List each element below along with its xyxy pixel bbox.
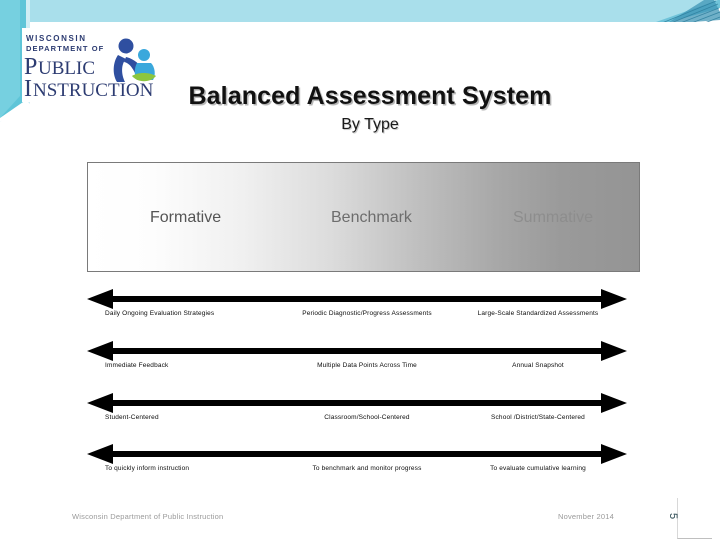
arrow-label-right: Large-Scale Standardized Assessments bbox=[477, 310, 599, 317]
arrow-label-right: Annual Snapshot bbox=[512, 362, 564, 369]
arrow-label-right: School /District/State-Centered bbox=[491, 414, 585, 421]
wisconsin-dpi-logo: WISCONSIN DEPARTMENT OF P UBLIC I NSTRUC… bbox=[22, 28, 168, 102]
arrow-label-left: Student-Centered bbox=[105, 414, 159, 421]
left-wedge-decoration bbox=[0, 0, 92, 122]
logo-artwork: WISCONSIN DEPARTMENT OF P UBLIC I NSTRUC… bbox=[22, 28, 168, 102]
top-banner-fill bbox=[0, 0, 668, 22]
arrow-label-right: To evaluate cumulative learning bbox=[490, 465, 586, 472]
double-headed-arrow-icon bbox=[87, 443, 627, 465]
arrow-row-labels: Student-Centered Classroom/School-Center… bbox=[87, 414, 627, 430]
arrow-row-feedback-timing: Immediate Feedback Multiple Data Points … bbox=[87, 340, 627, 386]
footer-organization: Wisconsin Department of Public Instructi… bbox=[72, 512, 224, 521]
svg-text:DEPARTMENT OF: DEPARTMENT OF bbox=[26, 44, 104, 53]
arrow-row-labels: Daily Ongoing Evaluation Strategies Peri… bbox=[87, 310, 627, 326]
svg-text:WISCONSIN: WISCONSIN bbox=[26, 34, 87, 43]
band-label-formative: Formative bbox=[150, 209, 222, 226]
arrow-label-middle: Multiple Data Points Across Time bbox=[317, 362, 417, 369]
arrow-label-middle: Classroom/School-Centered bbox=[324, 414, 410, 421]
footer-date: November 2014 bbox=[558, 512, 614, 521]
arrow-row-purpose: To quickly inform instruction To benchma… bbox=[87, 443, 627, 489]
double-headed-arrow-icon bbox=[87, 392, 627, 414]
arrow-label-middle: To benchmark and monitor progress bbox=[312, 465, 422, 472]
double-headed-arrow-icon bbox=[87, 288, 627, 310]
arrow-label-left: Daily Ongoing Evaluation Strategies bbox=[105, 310, 215, 317]
band-label-benchmark: Benchmark bbox=[331, 209, 412, 226]
arrow-row-assessment-types: Daily Ongoing Evaluation Strategies Peri… bbox=[87, 288, 627, 334]
top-banner bbox=[0, 0, 720, 22]
arrow-label-left: Immediate Feedback bbox=[105, 362, 169, 369]
double-headed-arrow-icon bbox=[87, 340, 627, 362]
arrow-label-middle: Periodic Diagnostic/Progress Assessments bbox=[302, 310, 432, 317]
page-title: Balanced Assessment System bbox=[188, 82, 552, 110]
page-subtitle: By Type bbox=[341, 116, 399, 133]
arrow-row-labels: Immediate Feedback Multiple Data Points … bbox=[87, 362, 627, 378]
band-label-summative: Summative bbox=[513, 209, 594, 226]
svg-text:NSTRUCTION: NSTRUCTION bbox=[33, 80, 154, 101]
page-number: 5 bbox=[667, 512, 680, 520]
assessment-continuum-band: Formative Benchmark Summative bbox=[87, 162, 640, 272]
arrow-row-centered-on: Student-Centered Classroom/School-Center… bbox=[87, 392, 627, 438]
svg-text:P: P bbox=[24, 54, 37, 80]
arrow-row-labels: To quickly inform instruction To benchma… bbox=[87, 465, 627, 481]
svg-text:UBLIC: UBLIC bbox=[38, 58, 95, 79]
arrow-label-left: To quickly inform instruction bbox=[105, 465, 190, 472]
svg-text:I: I bbox=[24, 76, 32, 102]
footer-rule-decoration bbox=[677, 498, 712, 539]
